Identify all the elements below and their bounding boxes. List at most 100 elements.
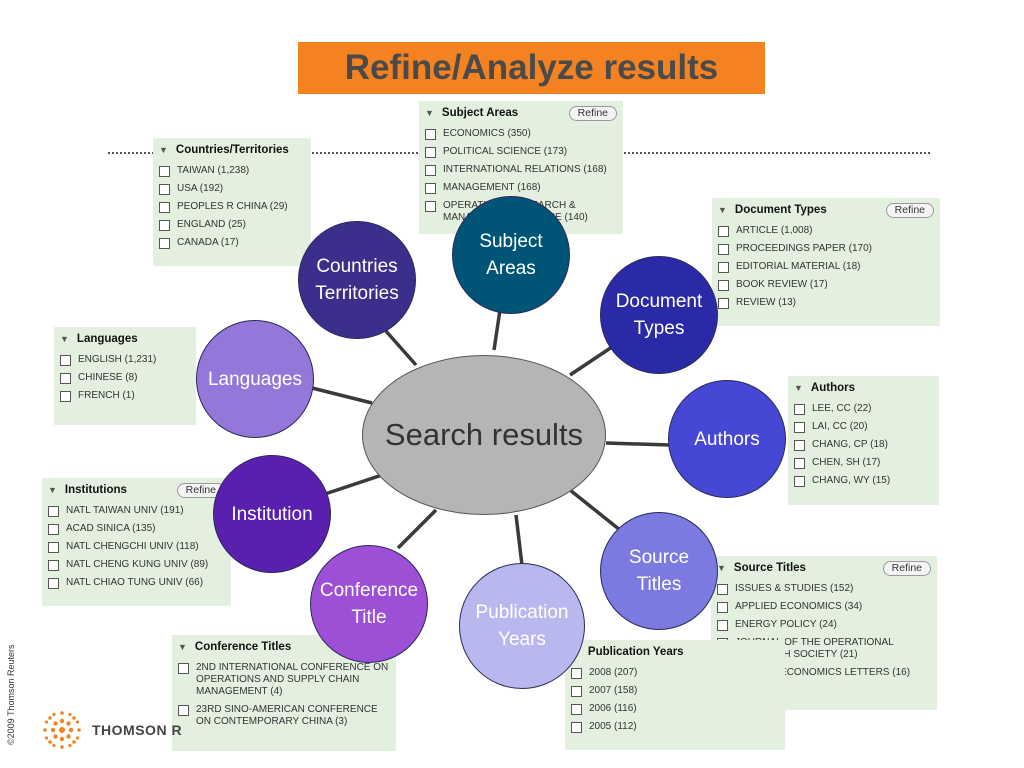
checkbox[interactable] [425, 201, 436, 212]
list-item-label: CHEN, SH (17) [812, 457, 881, 468]
checkbox-list: ENGLISH (1,231)CHINESE (8)FRENCH (1) [60, 354, 190, 402]
connector-authors [605, 441, 670, 447]
list-item: ACAD SINICA (135) [48, 523, 225, 535]
node-label-line: Source [628, 547, 690, 568]
checkbox[interactable] [718, 226, 729, 237]
checkbox[interactable] [571, 686, 582, 697]
collapse-triangle-icon[interactable]: ▼ [425, 108, 434, 118]
checkbox[interactable] [717, 584, 728, 595]
list-item-label: ENERGY POLICY (24) [735, 619, 837, 630]
node-institution: Institution [213, 455, 331, 573]
checkbox[interactable] [178, 705, 189, 716]
checkbox[interactable] [60, 373, 71, 384]
panel-countries-territories: ▼Countries/Territories TAIWAN (1,238)USA… [153, 138, 311, 266]
list-item: APPLIED ECONOMICS (34) [717, 601, 931, 613]
checkbox[interactable] [425, 183, 436, 194]
checkbox[interactable] [159, 166, 170, 177]
checkbox[interactable] [718, 280, 729, 291]
checkbox[interactable] [794, 422, 805, 433]
list-item: NATL CHENG KUNG UNIV (89) [48, 559, 225, 571]
checkbox[interactable] [48, 506, 59, 517]
checkbox[interactable] [48, 542, 59, 553]
collapse-triangle-icon[interactable]: ▼ [159, 145, 168, 155]
collapse-triangle-icon[interactable]: ▼ [717, 563, 726, 573]
connector-countries [383, 328, 418, 367]
checkbox-list: ARTICLE (1,008)PROCEEDINGS PAPER (170)ED… [718, 225, 934, 309]
checkbox[interactable] [794, 476, 805, 487]
collapse-triangle-icon[interactable]: ▼ [48, 485, 57, 495]
list-item: CHEN, SH (17) [794, 457, 933, 469]
node-authors: Authors [668, 380, 786, 498]
node-label-line: Countries [316, 256, 398, 277]
panel-conference-titles: ▼Conference Titles 2ND INTERNATIONAL CON… [172, 635, 396, 751]
checkbox[interactable] [718, 262, 729, 273]
list-item-label: CANADA (17) [177, 237, 239, 248]
list-item: PEOPLES R CHINA (29) [159, 201, 305, 213]
list-item-label: EDITORIAL MATERIAL (18) [736, 261, 861, 272]
list-item: ARTICLE (1,008) [718, 225, 934, 237]
checkbox[interactable] [718, 244, 729, 255]
checkbox[interactable] [60, 355, 71, 366]
checkbox[interactable] [48, 560, 59, 571]
list-item: 2007 (158) [571, 685, 779, 697]
list-item-label: MANAGEMENT (168) [443, 182, 541, 193]
list-item: ISSUES & STUDIES (152) [717, 583, 931, 595]
collapse-triangle-icon[interactable]: ▼ [178, 642, 187, 652]
collapse-triangle-icon[interactable]: ▼ [718, 205, 727, 215]
refine-button[interactable]: Refine [568, 105, 617, 121]
checkbox[interactable] [159, 202, 170, 213]
panel-title: Document Types [734, 204, 827, 216]
list-item-label: CHANG, CP (18) [812, 439, 888, 450]
thomson-reuters-logo-icon [43, 711, 81, 749]
checkbox[interactable] [48, 578, 59, 589]
checkbox[interactable] [794, 440, 805, 451]
connector-conference [396, 508, 438, 550]
checkbox[interactable] [794, 404, 805, 415]
checkbox[interactable] [717, 620, 728, 631]
panel-title: Institutions [64, 484, 127, 496]
list-item-label: ENGLAND (25) [177, 219, 246, 230]
connector-subject [492, 309, 502, 351]
refine-button[interactable]: Refine [176, 482, 225, 498]
list-item: 2ND INTERNATIONAL CONFERENCE ON OPERATIO… [178, 662, 390, 698]
list-item-label: JOURNAL OF THE OPERATIONAL RESEARCH SOCI… [735, 637, 894, 660]
checkbox[interactable] [159, 238, 170, 249]
connector-source [568, 488, 622, 532]
list-item-label: LAI, CC (20) [812, 421, 868, 432]
refine-button[interactable]: Refine [885, 202, 934, 218]
checkbox[interactable] [425, 165, 436, 176]
list-item: 2008 (207) [571, 667, 779, 679]
node-label-line: Document [615, 291, 703, 312]
checkbox[interactable] [571, 722, 582, 733]
checkbox[interactable] [60, 391, 71, 402]
checkbox[interactable] [794, 458, 805, 469]
list-item-label: POLITICAL SCIENCE (173) [443, 146, 568, 157]
checkbox[interactable] [178, 663, 189, 674]
node-label-line: Publication [475, 602, 569, 623]
checkbox[interactable] [159, 184, 170, 195]
refine-button[interactable]: Refine [882, 560, 931, 576]
list-item-label: ARTICLE (1,008) [736, 225, 813, 236]
checkbox[interactable] [571, 704, 582, 715]
collapse-triangle-icon[interactable]: ▼ [794, 383, 803, 393]
list-item: POLITICAL SCIENCE (173) [425, 146, 617, 158]
collapse-triangle-icon[interactable]: ▼ [60, 334, 69, 344]
list-item-label: 2005 (112) [589, 721, 637, 732]
node-label-line: Title [351, 607, 387, 628]
checkbox[interactable] [425, 129, 436, 140]
list-item-label: NATL CHENG KUNG UNIV (89) [66, 559, 209, 570]
checkbox[interactable] [425, 147, 436, 158]
checkbox[interactable] [48, 524, 59, 535]
checkbox[interactable] [717, 602, 728, 613]
list-item: ENGLAND (25) [159, 219, 305, 231]
checkbox[interactable] [571, 668, 582, 679]
checkbox[interactable] [718, 298, 729, 309]
panel-title: Subject Areas [441, 107, 519, 119]
checkbox[interactable] [159, 220, 170, 231]
